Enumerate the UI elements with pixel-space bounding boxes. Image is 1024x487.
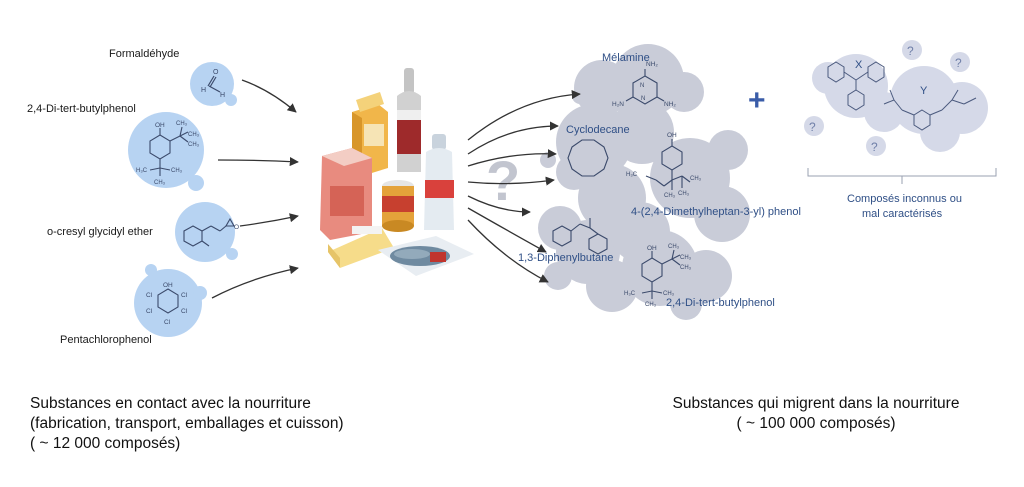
dtbp-left-ch3-e: CH₃ (154, 180, 166, 186)
dtbp-left-oh: OH (155, 122, 165, 129)
pcp-cl-5: Cl (164, 319, 171, 326)
formaldehyde-bubble: O H H (190, 62, 237, 106)
label-pentachlorophenol: Pentachlorophenol (60, 334, 152, 346)
melamine-n-2: N (641, 96, 645, 102)
dtbp-right-ch3-b: CH₃ (680, 265, 692, 271)
pcp-cl-3: Cl (146, 308, 153, 315)
dtbp-left-ch3-c: CH₃ (176, 121, 188, 127)
ocresyl-o-atom: O (234, 224, 239, 231)
food-packaging-illustration (320, 68, 474, 276)
label-dtbp-left: 2,4-Di-tert-butylphenol (27, 103, 136, 115)
label-formaldehyde: Formaldéhyde (109, 48, 180, 60)
bottom-right-caption-line2: ( ~ 100 000 composés) (736, 415, 896, 432)
dtbp-left-ch3-a: CH₃ (188, 132, 200, 138)
dtbp-left-ch3-d: CH₃ (171, 168, 183, 174)
pentachlorophenol-bubble: OH Cl Cl Cl Cl Cl (134, 264, 207, 337)
input-arrows (211, 79, 299, 299)
melamine-nh2-right: NH₂ (664, 101, 676, 108)
migration-arrows (467, 90, 581, 283)
dtbp-right-ch3-e: CH₃ (645, 302, 657, 308)
unknown-question-mark-3: ? (809, 120, 816, 134)
dmhp-h3c: H₃C (626, 172, 638, 178)
dtbp-left-ch3-b: CH₃ (188, 142, 200, 148)
pcp-cl-2: Cl (181, 292, 188, 299)
dmhp-ch3-b: CH₃ (664, 193, 676, 199)
dmhp-ch3-a: CH₃ (690, 176, 702, 182)
diphenylbutane-structure (552, 218, 608, 255)
unknown-bracket (807, 168, 997, 184)
center-question-mark: ? (486, 149, 520, 212)
unknown-caption-line2: mal caractérisés (862, 208, 943, 220)
unknown-question-mark-1: ? (907, 44, 914, 58)
dtbp-left-bubble: OH CH₃ CH₃ CH₃ H₃C CH₃ CH₃ (128, 112, 204, 191)
unknown-caption-line1: Composés inconnus ou (847, 193, 962, 205)
ocresyl-bubble: O (175, 202, 239, 262)
formaldehyde-o-atom: O (213, 69, 219, 76)
dtbp-right-oh: OH (647, 245, 657, 252)
bottom-right-caption-line1: Substances qui migrent dans la nourritur… (672, 395, 960, 412)
melamine-nh2-top: NH₂ (646, 61, 658, 68)
label-dimethylheptyl-phenol: 4-(2,4-Dimethylheptan-3-yl) phenol (631, 206, 801, 218)
dtbp-right-structure (641, 249, 681, 299)
dtbp-left-h3c: H₃C (136, 168, 148, 174)
formaldehyde-h-atom-2: H (220, 92, 225, 99)
melamine-n-1: N (640, 83, 644, 89)
label-diphenylbutane: 1,3-Diphenylbutane (518, 252, 614, 264)
dtbp-right-ch3-c: CH₃ (668, 244, 680, 250)
dtbp-right-ch3-a: CH₃ (680, 255, 692, 261)
pcp-oh: OH (163, 282, 173, 289)
unknown-y-label: Y (920, 85, 928, 97)
bottom-left-caption-line1: Substances en contact avec la nourriture (30, 395, 311, 412)
dimethylheptyl-phenol-structure (645, 139, 691, 190)
unknown-x-label: X (855, 59, 863, 71)
bottom-left-caption: Substances en contact avec la nourriture… (30, 394, 344, 454)
bottom-right-caption: Substances qui migrent dans la nourritur… (646, 394, 986, 434)
label-melamine: Mélamine (602, 52, 650, 64)
bottom-left-caption-line3: ( ~ 12 000 composés) (30, 435, 181, 452)
unknown-structures (827, 61, 977, 131)
dtbp-right-ch3-d: CH₃ (663, 291, 675, 297)
melamine-structure (625, 69, 665, 105)
pcp-cl-1: Cl (146, 292, 153, 299)
label-cyclodecane: Cyclodecane (566, 124, 630, 136)
cyclodecane-structure (567, 139, 609, 177)
migration-cloud (538, 44, 750, 320)
melamine-h2n-left: H₂N (612, 101, 624, 108)
unknown-question-mark-4: ? (871, 140, 878, 154)
unknown-question-mark-2: ? (955, 56, 962, 70)
dmhp-ch3-c: CH₃ (678, 191, 690, 197)
plus-sign: + (748, 84, 766, 117)
dtbp-right-h3c: H₃C (624, 291, 636, 297)
formaldehyde-h-atom: H (201, 87, 206, 94)
label-dtbp-right: 2,4-Di-tert-butylphenol (666, 297, 775, 309)
bottom-left-caption-line2: (fabrication, transport, emballages et c… (30, 415, 344, 432)
pcp-cl-4: Cl (181, 308, 188, 315)
dmhp-oh: OH (667, 132, 677, 139)
label-ocresyl-glycidyl-ether: o-cresyl glycidyl ether (47, 226, 153, 238)
